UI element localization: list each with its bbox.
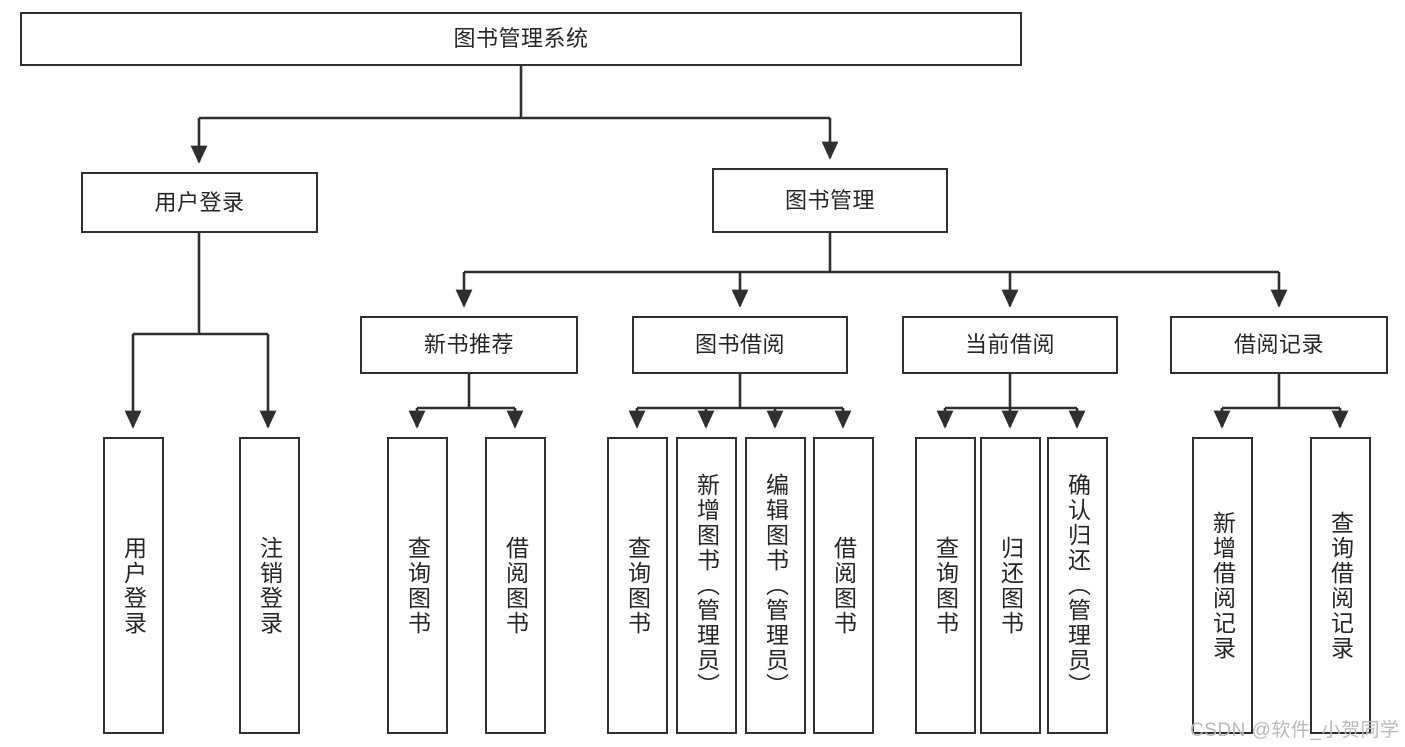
leaf-confirm-return[interactable]: 确认归还（管理员） <box>1047 437 1108 734</box>
node-user-login-label: 用户登录 <box>154 189 245 215</box>
node-current-borrow[interactable]: 当前借阅 <box>902 316 1118 374</box>
node-root-label: 图书管理系统 <box>453 26 589 52</box>
node-user-login[interactable]: 用户登录 <box>81 172 318 233</box>
leaf-add-book-label: 新增图书（管理员） <box>693 473 720 698</box>
leaf-edit-book[interactable]: 编辑图书（管理员） <box>745 437 806 734</box>
node-book-borrow-label: 图书借阅 <box>694 332 785 358</box>
node-book-borrow[interactable]: 图书借阅 <box>632 316 848 374</box>
node-current-borrow-label: 当前借阅 <box>964 332 1055 358</box>
leaf-borrow-book-1[interactable]: 借阅图书 <box>485 437 546 734</box>
leaf-user-login[interactable]: 用户登录 <box>103 437 164 734</box>
leaf-return-book-label: 归还图书 <box>997 535 1024 636</box>
leaf-borrow-book-2[interactable]: 借阅图书 <box>813 437 874 734</box>
leaf-user-login-label: 用户登录 <box>120 535 147 636</box>
leaf-logout[interactable]: 注销登录 <box>239 437 300 734</box>
leaf-query-book-2[interactable]: 查询图书 <box>607 437 668 734</box>
leaf-query-book-1-label: 查询图书 <box>404 535 431 636</box>
node-borrow-record[interactable]: 借阅记录 <box>1170 316 1388 374</box>
node-borrow-record-label: 借阅记录 <box>1233 332 1324 358</box>
leaf-query-book-3-label: 查询图书 <box>932 535 959 636</box>
node-book-manage[interactable]: 图书管理 <box>712 168 948 233</box>
leaf-query-book-3[interactable]: 查询图书 <box>915 437 976 734</box>
leaf-borrow-book-1-label: 借阅图书 <box>502 535 529 636</box>
leaf-add-record-label: 新增借阅记录 <box>1209 510 1236 661</box>
leaf-query-record-label: 查询借阅记录 <box>1327 510 1354 661</box>
leaf-return-book[interactable]: 归还图书 <box>980 437 1041 734</box>
node-book-manage-label: 图书管理 <box>784 187 875 213</box>
leaf-query-book-1[interactable]: 查询图书 <box>387 437 448 734</box>
leaf-logout-label: 注销登录 <box>256 535 283 636</box>
leaf-confirm-return-label: 确认归还（管理员） <box>1064 473 1091 698</box>
leaf-edit-book-label: 编辑图书（管理员） <box>762 473 789 698</box>
node-new-book-recommend[interactable]: 新书推荐 <box>360 316 578 374</box>
node-root[interactable]: 图书管理系统 <box>20 12 1022 66</box>
leaf-borrow-book-2-label: 借阅图书 <box>830 535 857 636</box>
leaf-query-record[interactable]: 查询借阅记录 <box>1310 437 1371 734</box>
leaf-add-record[interactable]: 新增借阅记录 <box>1192 437 1253 734</box>
leaf-query-book-2-label: 查询图书 <box>624 535 651 636</box>
node-new-book-recommend-label: 新书推荐 <box>423 332 514 358</box>
leaf-add-book[interactable]: 新增图书（管理员） <box>676 437 737 734</box>
